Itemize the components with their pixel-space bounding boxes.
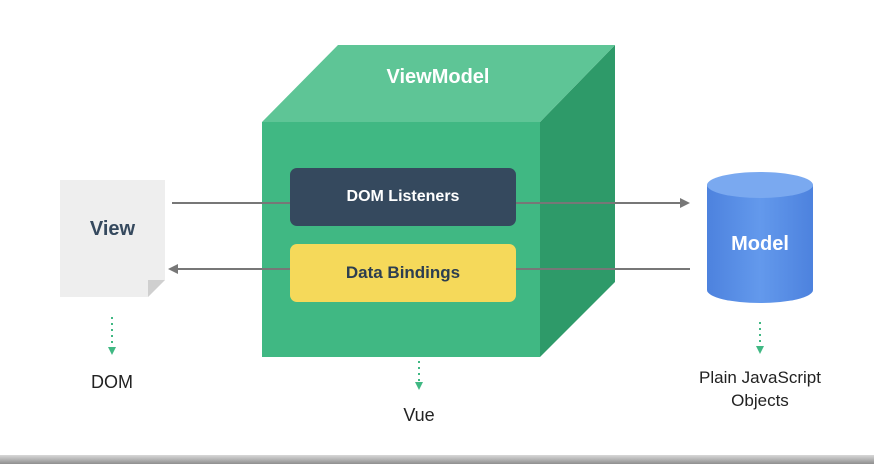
dom-dotted-arrow xyxy=(108,317,116,355)
cube-top-face xyxy=(262,45,615,122)
data-bindings-label: Data Bindings xyxy=(345,263,461,282)
viewmodel-label: ViewModel xyxy=(386,66,490,88)
view-label: View xyxy=(89,218,136,240)
dom-listeners-label: DOM Listeners xyxy=(346,188,460,205)
model-cylinder-icon xyxy=(707,172,813,303)
model-caption-line1: Plain JavaScript xyxy=(699,368,821,387)
model-dotted-arrow xyxy=(756,322,764,354)
data-bindings-box xyxy=(290,244,516,302)
model-label: Model xyxy=(731,233,789,255)
vue-caption: Vue xyxy=(403,405,435,425)
dom-caption: DOM xyxy=(91,372,133,392)
model-caption-line2: Objects xyxy=(731,391,789,410)
vue-dotted-arrow xyxy=(415,361,423,390)
view-document-icon xyxy=(60,180,165,297)
bottom-shadow-bar xyxy=(0,455,874,464)
cube-front-face xyxy=(262,122,540,357)
cube-side-face xyxy=(540,45,615,357)
dom-listeners-box xyxy=(290,168,516,226)
